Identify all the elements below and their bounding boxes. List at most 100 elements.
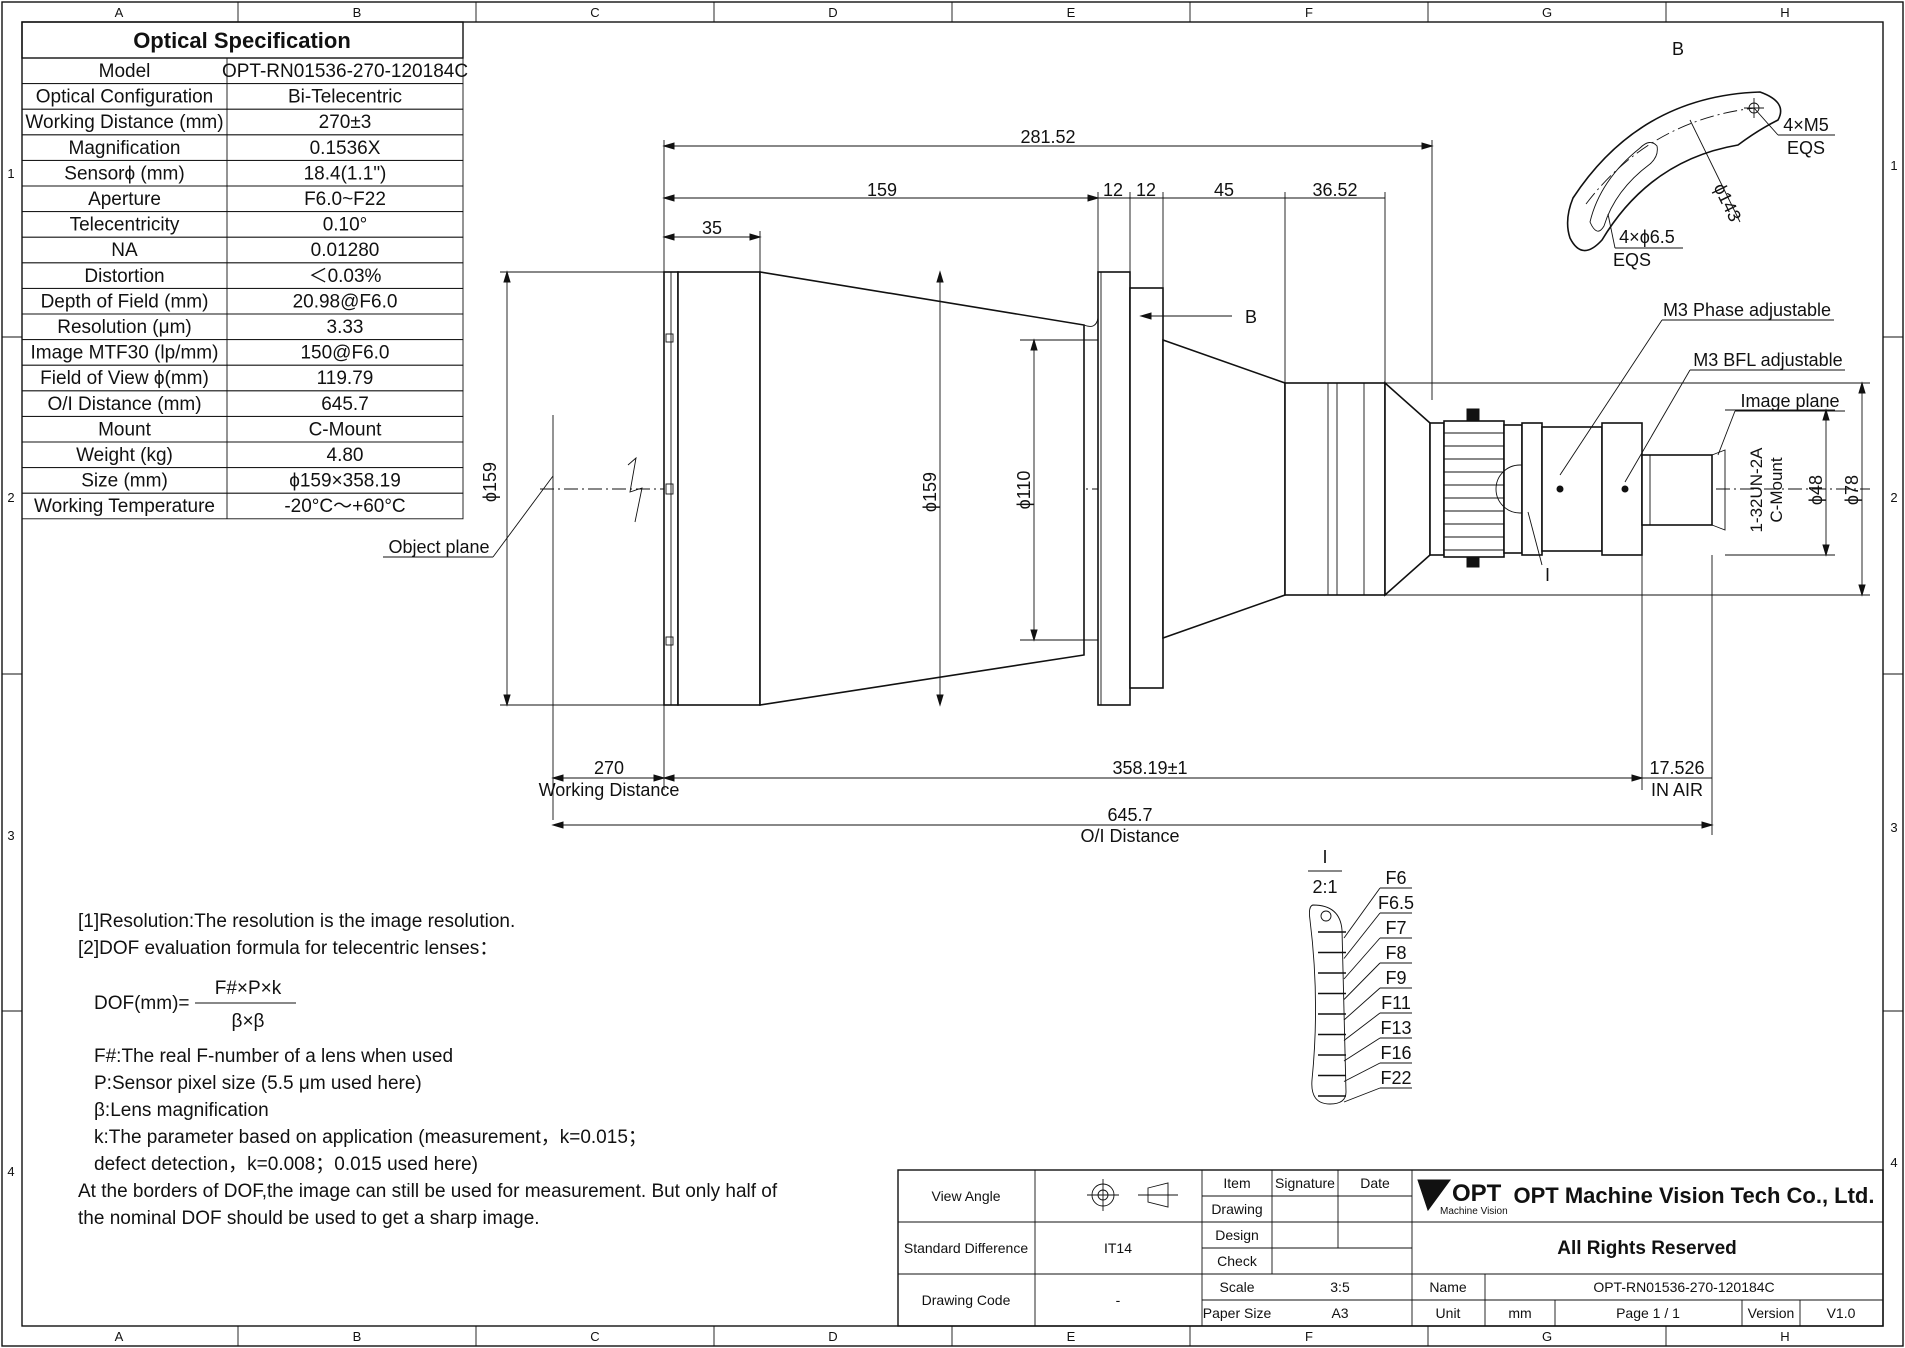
zone-column-labels-top: A B C D E F G H [115, 5, 1790, 20]
view-b-phi143: ϕ143 [1710, 180, 1746, 225]
spec-row: Working Temperature-20°C～+60°C [21, 492, 464, 520]
paper-size-label: Paper Size [1203, 1305, 1272, 1321]
dimension-texts: 281.52 159 12 12 45 36.52 35 ϕ159 ϕ159 ϕ… [480, 127, 1862, 846]
formula-lhs: DOF(mm)= [94, 993, 190, 1014]
spec-label: Optical Configuration [36, 87, 213, 108]
drawing-row-label: Drawing [1211, 1201, 1262, 1217]
view-angle-label: View Angle [931, 1188, 1000, 1204]
item-header: Item [1223, 1175, 1250, 1191]
view-b-segment-outline [1566, 91, 1782, 252]
dim-oi-distance-label: O/I Distance [1080, 826, 1179, 846]
image-plane-label: Image plane [1740, 391, 1839, 411]
spec-label: O/I Distance (mm) [47, 394, 201, 415]
standard-difference-label: Standard Difference [904, 1240, 1028, 1256]
dim-36-52: 36.52 [1312, 180, 1357, 200]
spec-value: ＜0.03% [309, 266, 382, 287]
logo-word: OPT [1452, 1180, 1502, 1207]
dim-lens-length: 358.19±1 [1113, 758, 1188, 778]
m3-bfl-screw [1621, 485, 1629, 493]
spec-label: Weight (kg) [76, 445, 173, 466]
version-value: V1.0 [1827, 1305, 1856, 1321]
zone-row-labels: 1 2 3 4 1 2 3 4 [7, 158, 1897, 1179]
spec-value: 20.98@F6.0 [293, 291, 398, 312]
note-dof-borders: At the borders of DOF,the image can stil… [78, 1181, 778, 1202]
logo-subtitle: Machine Vision [1440, 1206, 1508, 1217]
spec-value: OPT-RN01536-270-120184C [222, 61, 468, 82]
thread-spec-label: 1-32UN-2A [1747, 447, 1766, 533]
def-pixel-size: P:Sensor pixel size (5.5 μm used here) [94, 1073, 422, 1094]
dim-35: 35 [702, 218, 722, 238]
zone-col-c: C [590, 5, 599, 20]
projection-symbol [1087, 1179, 1178, 1211]
dim-12-b: 12 [1136, 180, 1156, 200]
spec-label: Model [99, 61, 151, 82]
signature-header: Signature [1275, 1175, 1335, 1191]
rights-reserved: All Rights Reserved [1557, 1238, 1737, 1259]
callouts: Object plane B M3 Phase adjustable M3 BF… [383, 300, 1845, 585]
zone-row-2: 2 [7, 490, 14, 505]
fstop-label: F8 [1385, 943, 1406, 963]
spec-value: 0.10° [323, 215, 368, 236]
spec-row: Model OPT-RN01536-270-120184C [21, 57, 468, 85]
fstop-label: F9 [1385, 968, 1406, 988]
page-number: Page 1 / 1 [1616, 1305, 1680, 1321]
design-row-label: Design [1215, 1227, 1259, 1243]
zone-col-g: G [1542, 1329, 1552, 1344]
company-name: OPT Machine Vision Tech Co., Ltd. [1513, 1183, 1874, 1208]
spec-value: C-Mount [309, 419, 383, 440]
m3-phase-screw [1556, 485, 1564, 493]
spec-label: Size (mm) [81, 471, 168, 492]
dim-159: 159 [867, 180, 897, 200]
dim-working-distance-label: Working Distance [539, 780, 680, 800]
version-label: Version [1748, 1305, 1795, 1321]
opt-logo: OPT Machine Vision [1417, 1179, 1508, 1217]
dim-phi159-mid: ϕ159 [920, 472, 940, 512]
def-k-parameter-2: defect detection，k=0.008；0.015 used here… [94, 1154, 478, 1175]
spec-row: Depth of Field (mm)20.98@F6.0 [21, 287, 464, 315]
view-b-holes: 4×ϕ6.5 [1619, 227, 1675, 247]
rear-taper [1162, 338, 1286, 640]
scale-value: 3:5 [1330, 1279, 1350, 1295]
zone-col-h: H [1780, 5, 1789, 20]
spec-row: Resolution (μm) 3.33 [21, 313, 464, 341]
spec-label: Field of View ϕ(mm) [40, 368, 209, 389]
notes: [1]Resolution:The resolution is the imag… [78, 911, 778, 1229]
note-dof-heading: [2]DOF evaluation formula for telecentri… [78, 938, 498, 959]
spec-row: Working Distance (mm)270±3 [21, 108, 464, 136]
mid-ring [1129, 287, 1164, 689]
dim-working-distance: 270 [594, 758, 624, 778]
front-barrel [677, 271, 761, 706]
spec-label: Aperture [88, 189, 161, 210]
dim-overall-length: 281.52 [1020, 127, 1075, 147]
dim-back-focal-length: 17.526 [1649, 758, 1704, 778]
image-plane-mark [1711, 449, 1726, 531]
spec-row: NA 0.01280 [21, 236, 464, 264]
spec-label: Resolution (μm) [57, 317, 191, 338]
zone-col-e: E [1067, 5, 1076, 20]
spec-label: NA [111, 240, 138, 261]
name-value: OPT-RN01536-270-120184C [1593, 1279, 1774, 1295]
drawing-code-value: - [1116, 1292, 1121, 1308]
spec-label: Distortion [84, 266, 164, 287]
zone-col-d: D [828, 1329, 837, 1344]
standard-difference-value: IT14 [1104, 1240, 1132, 1256]
spec-row: Image MTF30 (lp/mm)150@F6.0 [21, 339, 464, 366]
spec-row: O/I Distance (mm)645.7 [21, 390, 464, 417]
zone-col-e: E [1067, 1329, 1076, 1344]
spec-label: Telecentricity [70, 215, 180, 236]
spec-label: Working Distance (mm) [25, 112, 223, 133]
fstop-label: F6.5 [1378, 893, 1414, 913]
spec-value: 3.33 [327, 317, 364, 338]
zone-column-labels-bottom: A B C D E F G H [115, 1329, 1790, 1344]
zone-col-f: F [1305, 1329, 1313, 1344]
zone-col-b: B [353, 5, 362, 20]
spec-value: 0.1536X [310, 138, 381, 159]
date-header: Date [1360, 1175, 1390, 1191]
spec-value: 0.01280 [311, 240, 380, 261]
zone-row-4: 4 [1890, 1155, 1897, 1170]
zone-col-a: A [115, 5, 124, 20]
name-label: Name [1429, 1279, 1467, 1295]
lens-side-view [540, 271, 1870, 820]
view-b-title: B [1672, 39, 1684, 59]
